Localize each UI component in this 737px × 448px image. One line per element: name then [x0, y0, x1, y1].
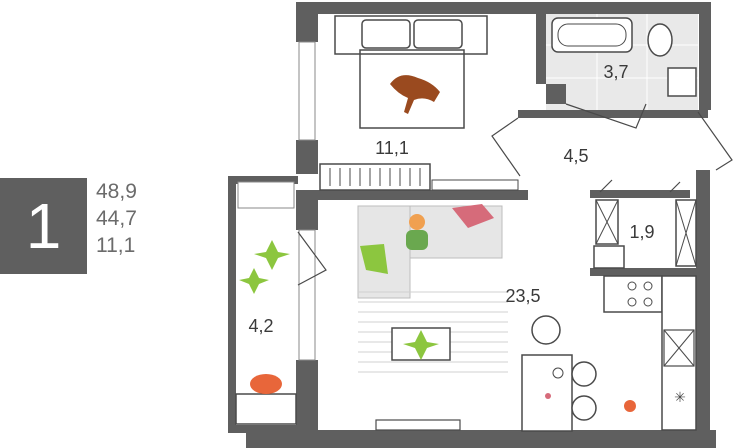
green-pillow	[360, 244, 388, 274]
area-summary: 48,9 44,7 11,1	[96, 178, 216, 259]
stove	[603, 275, 663, 313]
hallway-area: 4,5	[563, 146, 588, 166]
toilet	[647, 23, 673, 57]
balcony-desk	[235, 393, 297, 425]
walls	[228, 2, 716, 448]
doors	[297, 103, 733, 286]
wardrobe-hangers	[329, 168, 421, 186]
cat-icon	[624, 400, 636, 412]
total-area: 48,9	[96, 180, 137, 203]
washing-machine	[593, 245, 625, 269]
chair-right-2	[571, 395, 597, 421]
person-head	[409, 214, 425, 230]
wardrobe	[319, 163, 431, 191]
tv-stand	[375, 419, 461, 431]
shoe-rack	[431, 179, 519, 191]
bedroom-area: 11,1	[375, 138, 409, 158]
windows	[237, 41, 316, 361]
person-body	[406, 230, 428, 250]
fridge-icon: ✳	[674, 390, 686, 406]
balcony-chair	[250, 374, 282, 394]
chair-right-1	[571, 361, 597, 387]
bed	[334, 15, 488, 129]
bathtub	[551, 17, 633, 53]
cup	[552, 367, 564, 379]
chair-top	[531, 315, 561, 345]
plant-icon-balcony-2	[239, 268, 269, 294]
plant-icon-balcony-1	[254, 240, 290, 270]
balcony-area: 4,2	[248, 316, 273, 336]
dining-table	[521, 354, 573, 432]
dog-icon	[390, 75, 440, 114]
plant-icon	[403, 330, 439, 360]
room-count-badge: 1	[0, 178, 87, 274]
living-area: 44,7	[96, 207, 137, 230]
plate	[545, 393, 551, 399]
bathroom-area: 3,7	[603, 62, 628, 82]
living-kitchen-area: 23,5	[505, 286, 540, 306]
bathroom-sink	[667, 67, 697, 97]
stove-burners	[627, 281, 653, 307]
room-count: 1	[25, 190, 62, 262]
kitchen-area: 11,1	[96, 234, 136, 257]
bathtub-inner	[557, 23, 627, 47]
pink-pillow	[452, 204, 494, 228]
storage-area: 1,9	[629, 222, 654, 242]
